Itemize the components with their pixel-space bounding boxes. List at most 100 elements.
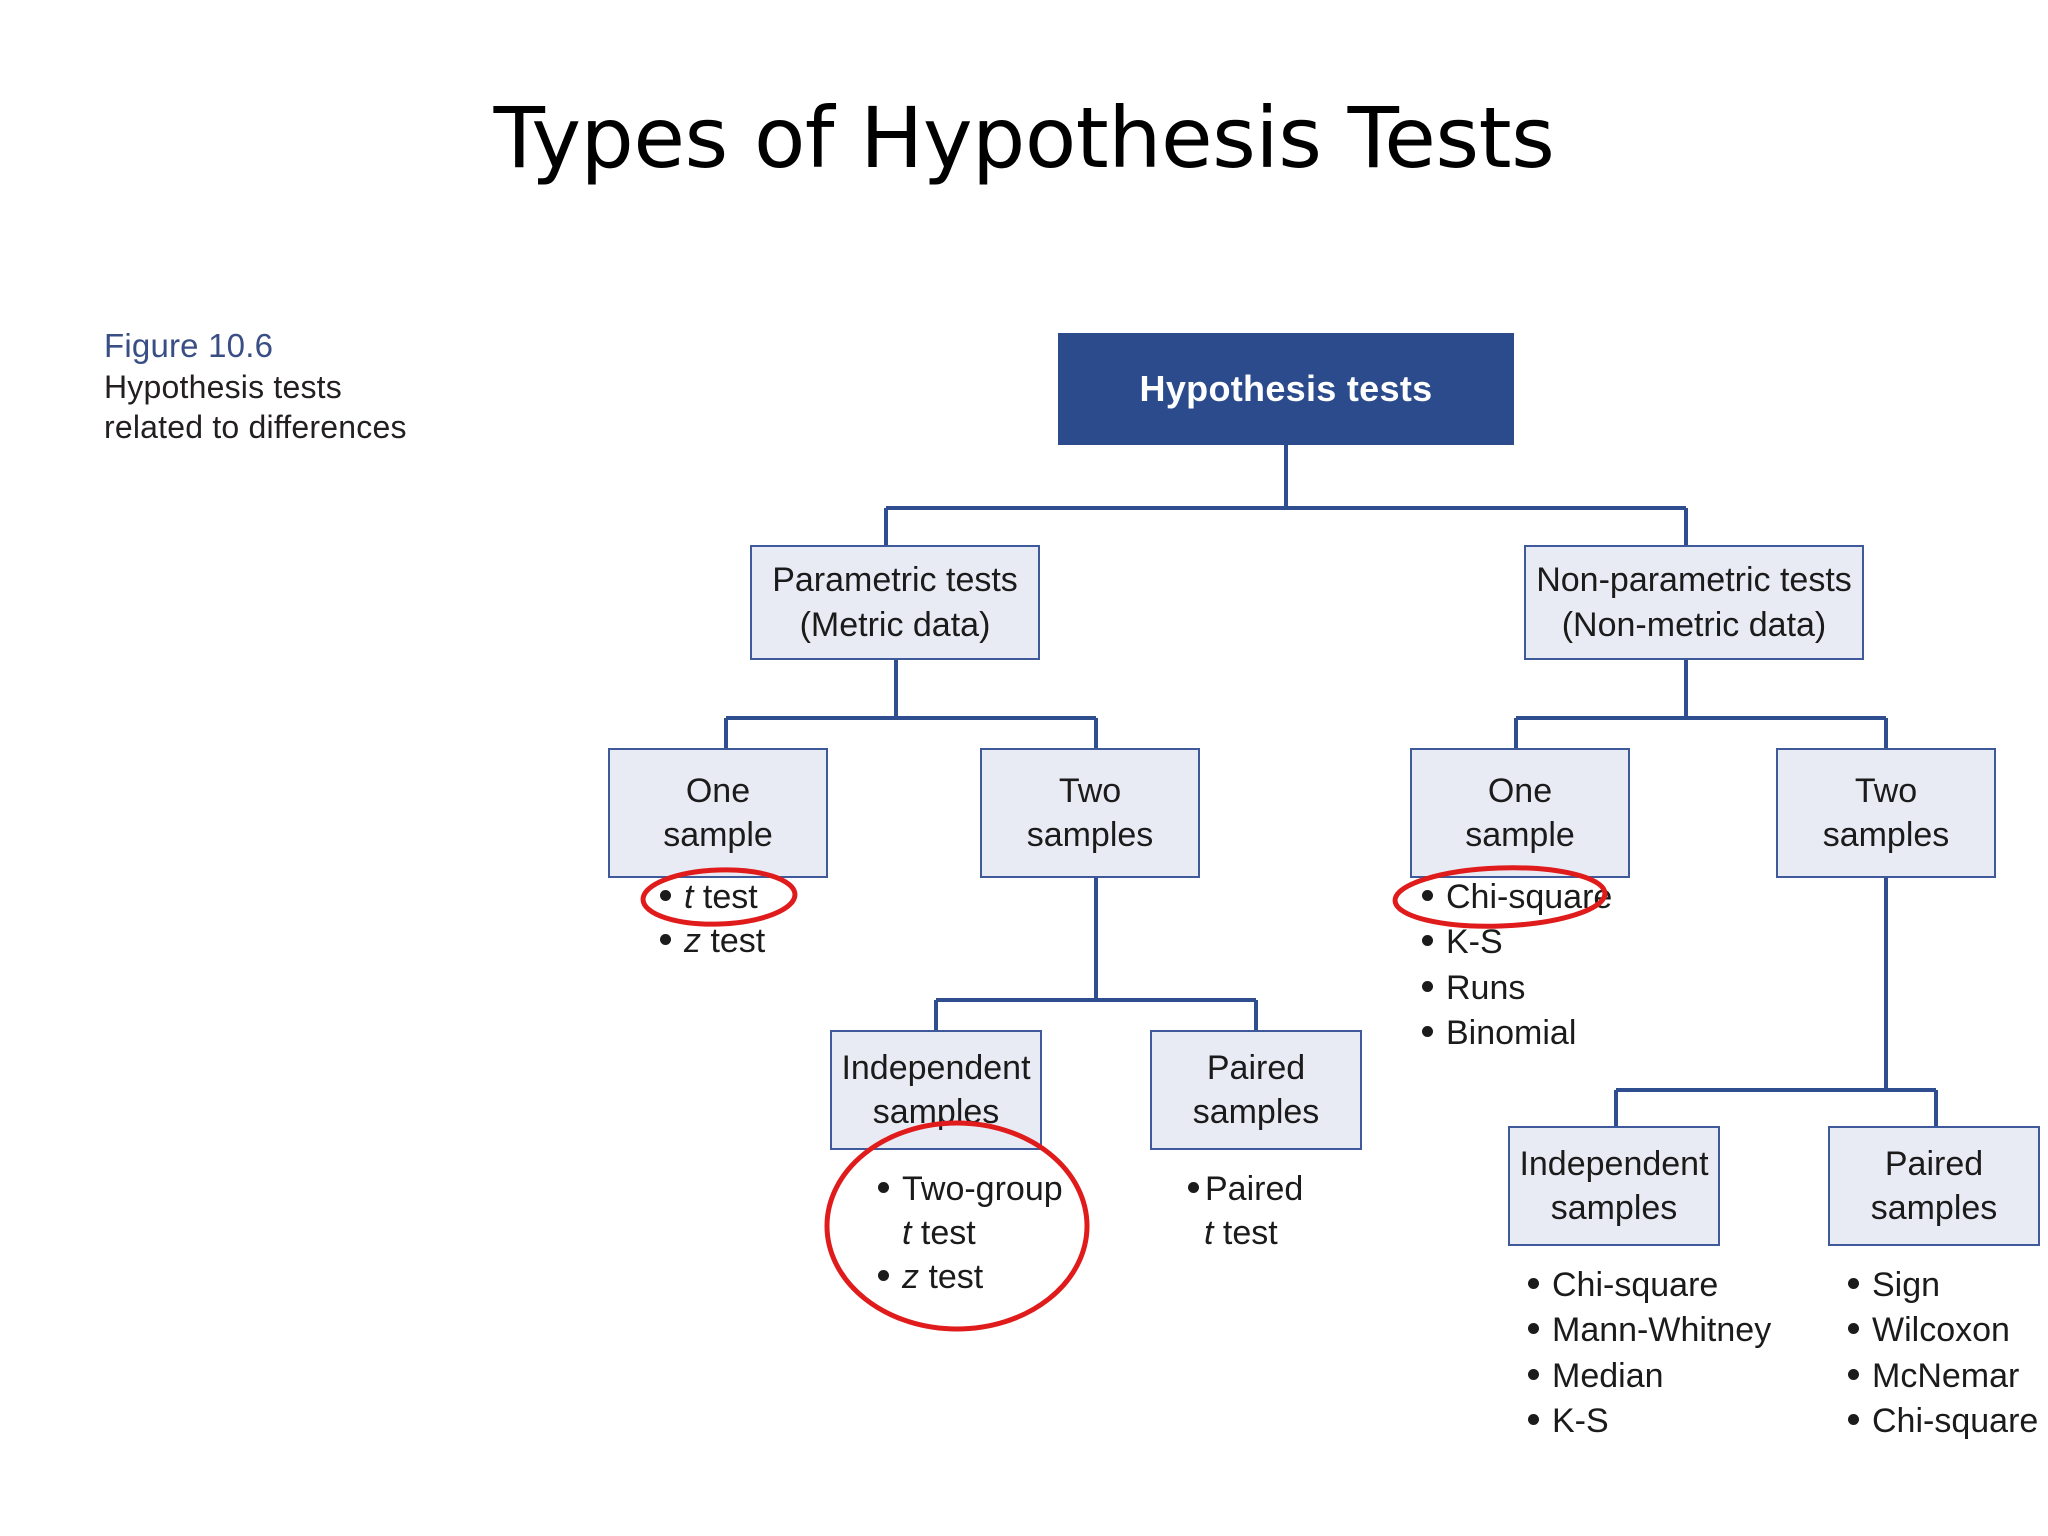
bullet-dot-icon xyxy=(1848,1278,1859,1289)
node-non-parametric-two-samples[interactable]: Two samples xyxy=(1776,748,1996,878)
test-label: test xyxy=(1213,1214,1278,1253)
test-label: test xyxy=(701,922,766,961)
test-label: Paired xyxy=(1205,1170,1304,1208)
node-non-parametric-tests-line-2: (Non-metric data) xyxy=(1561,605,1827,644)
list-item: Mann-Whitney xyxy=(1528,1311,1771,1350)
list-parametric-one-sample-tests: t test z test xyxy=(660,878,765,966)
bullet-dot-icon xyxy=(660,890,671,901)
bullet-dot-icon xyxy=(1422,935,1433,947)
list-item: McNemar xyxy=(1848,1357,2038,1396)
node-non-parametric-tests-line-1: Non-parametric tests xyxy=(1536,561,1852,600)
list-item: Sign xyxy=(1848,1266,2038,1305)
node-parametric-independent-samples[interactable]: Independent samples xyxy=(830,1030,1042,1150)
bullet-dot-icon xyxy=(1422,980,1433,992)
node-parametric-tests-line-2: (Metric data) xyxy=(799,605,991,644)
list-item: Chi-square xyxy=(1422,878,1612,917)
node-non-parametric-paired-samples[interactable]: Paired samples xyxy=(1828,1126,2040,1246)
node-parametric-paired-samples[interactable]: Paired samples xyxy=(1150,1030,1362,1150)
node-parametric-two-samples-line-2: samples xyxy=(1026,816,1154,854)
list-item: Wilcoxon xyxy=(1848,1311,2038,1350)
test-label: Chi-square xyxy=(1872,1402,2039,1441)
list-item: Paired xyxy=(1188,1170,1303,1208)
bullet-dot-icon xyxy=(878,1270,889,1282)
test-label: McNemar xyxy=(1872,1356,2020,1395)
node-parametric-two-samples[interactable]: Two samples xyxy=(980,748,1200,878)
test-label: Chi-square xyxy=(1446,878,1613,916)
test-label: test xyxy=(919,1258,984,1297)
node-parametric-one-sample-line-1: One xyxy=(685,771,751,810)
node-parametric-independent-samples-line-1: Independent xyxy=(841,1048,1031,1087)
list-item: Runs xyxy=(1422,969,1612,1008)
node-non-parametric-paired-samples-line-1: Paired xyxy=(1884,1144,1984,1183)
bullet-dot-icon xyxy=(660,934,671,946)
node-non-parametric-tests[interactable]: Non-parametric tests (Non-metric data) xyxy=(1524,545,1864,660)
bullet-dot-icon xyxy=(1422,890,1433,901)
list-parametric-independent-samples-tests: Two-group t test z test xyxy=(878,1170,1063,1302)
list-item: z test xyxy=(878,1258,1063,1296)
test-label: Median xyxy=(1552,1356,1664,1395)
list-item: Chi-square xyxy=(1848,1402,2038,1441)
node-parametric-tests-line-1: Parametric tests xyxy=(772,561,1018,600)
list-item: K-S xyxy=(1422,923,1612,962)
list-item-continuation: t test xyxy=(878,1214,1063,1252)
node-non-parametric-two-samples-line-1: Two xyxy=(1854,771,1918,810)
node-hypothesis-tests-label: Hypothesis tests xyxy=(1139,367,1433,409)
page-title: Types of Hypothesis Tests xyxy=(493,89,1555,187)
bullet-dot-icon xyxy=(1848,1323,1859,1335)
node-parametric-paired-samples-line-2: samples xyxy=(1192,1093,1320,1131)
test-label: Mann-Whitney xyxy=(1552,1311,1772,1350)
list-item: z test xyxy=(660,922,765,960)
test-label: test xyxy=(911,1214,976,1253)
test-label: Two-group xyxy=(902,1170,1063,1208)
bullet-dot-icon xyxy=(1188,1182,1199,1193)
node-non-parametric-one-sample[interactable]: One sample xyxy=(1410,748,1630,878)
node-non-parametric-one-sample-line-1: One xyxy=(1487,771,1553,810)
figure-description-line-2: related to differences xyxy=(104,408,407,445)
node-non-parametric-independent-samples[interactable]: Independent samples xyxy=(1508,1126,1720,1246)
bullet-dot-icon xyxy=(1528,1414,1539,1426)
bullet-dot-icon xyxy=(1528,1323,1539,1335)
list-item: K-S xyxy=(1528,1402,1771,1441)
node-parametric-tests[interactable]: Parametric tests (Metric data) xyxy=(750,545,1040,660)
list-non-parametric-paired-samples-tests: Sign Wilcoxon McNemar Chi-square xyxy=(1848,1266,2038,1448)
bullet-dot-icon xyxy=(1528,1368,1539,1380)
node-non-parametric-one-sample-line-2: sample xyxy=(1465,816,1575,854)
test-label: K-S xyxy=(1446,923,1503,962)
bullet-dot-icon xyxy=(1528,1278,1539,1289)
list-item: Two-group xyxy=(878,1170,1063,1208)
bullet-dot-icon xyxy=(1848,1414,1859,1426)
test-symbol: z xyxy=(902,1258,919,1297)
node-parametric-independent-samples-line-2: samples xyxy=(872,1093,1000,1131)
test-label: Sign xyxy=(1872,1266,1941,1304)
test-label: Runs xyxy=(1446,968,1526,1007)
list-parametric-paired-samples-tests: Paired t test xyxy=(1188,1170,1303,1258)
node-non-parametric-two-samples-line-2: samples xyxy=(1822,816,1950,854)
node-parametric-two-samples-line-1: Two xyxy=(1058,771,1122,810)
test-label: K-S xyxy=(1552,1402,1609,1441)
test-label: Chi-square xyxy=(1552,1266,1719,1304)
list-item: t test xyxy=(660,878,765,916)
node-parametric-one-sample-line-2: sample xyxy=(663,816,773,854)
figure-description-line-1: Hypothesis tests xyxy=(104,368,342,405)
node-hypothesis-tests[interactable]: Hypothesis tests xyxy=(1058,333,1514,445)
node-non-parametric-independent-samples-line-1: Independent xyxy=(1519,1144,1709,1183)
figure-caption: Figure 10.6 Hypothesis tests related to … xyxy=(104,325,524,447)
test-label: Binomial xyxy=(1446,1014,1577,1053)
list-item-continuation: t test xyxy=(1188,1214,1303,1252)
list-non-parametric-independent-samples-tests: Chi-square Mann-Whitney Median K-S xyxy=(1528,1266,1771,1448)
test-label: test xyxy=(693,878,758,916)
test-symbol: t xyxy=(1204,1214,1214,1253)
list-item: Binomial xyxy=(1422,1014,1612,1053)
node-non-parametric-paired-samples-line-2: samples xyxy=(1870,1189,1998,1227)
list-item: Chi-square xyxy=(1528,1266,1771,1305)
node-parametric-paired-samples-line-1: Paired xyxy=(1206,1048,1306,1087)
test-label: Wilcoxon xyxy=(1872,1311,2010,1350)
node-parametric-one-sample[interactable]: One sample xyxy=(608,748,828,878)
figure-number: Figure 10.6 xyxy=(104,327,274,364)
node-non-parametric-independent-samples-line-2: samples xyxy=(1550,1189,1678,1227)
bullet-dot-icon xyxy=(1848,1368,1859,1380)
list-non-parametric-one-sample-tests: Chi-square K-S Runs Binomial xyxy=(1422,878,1612,1060)
bullet-dot-icon xyxy=(1422,1026,1433,1038)
test-symbol: z xyxy=(684,922,701,961)
